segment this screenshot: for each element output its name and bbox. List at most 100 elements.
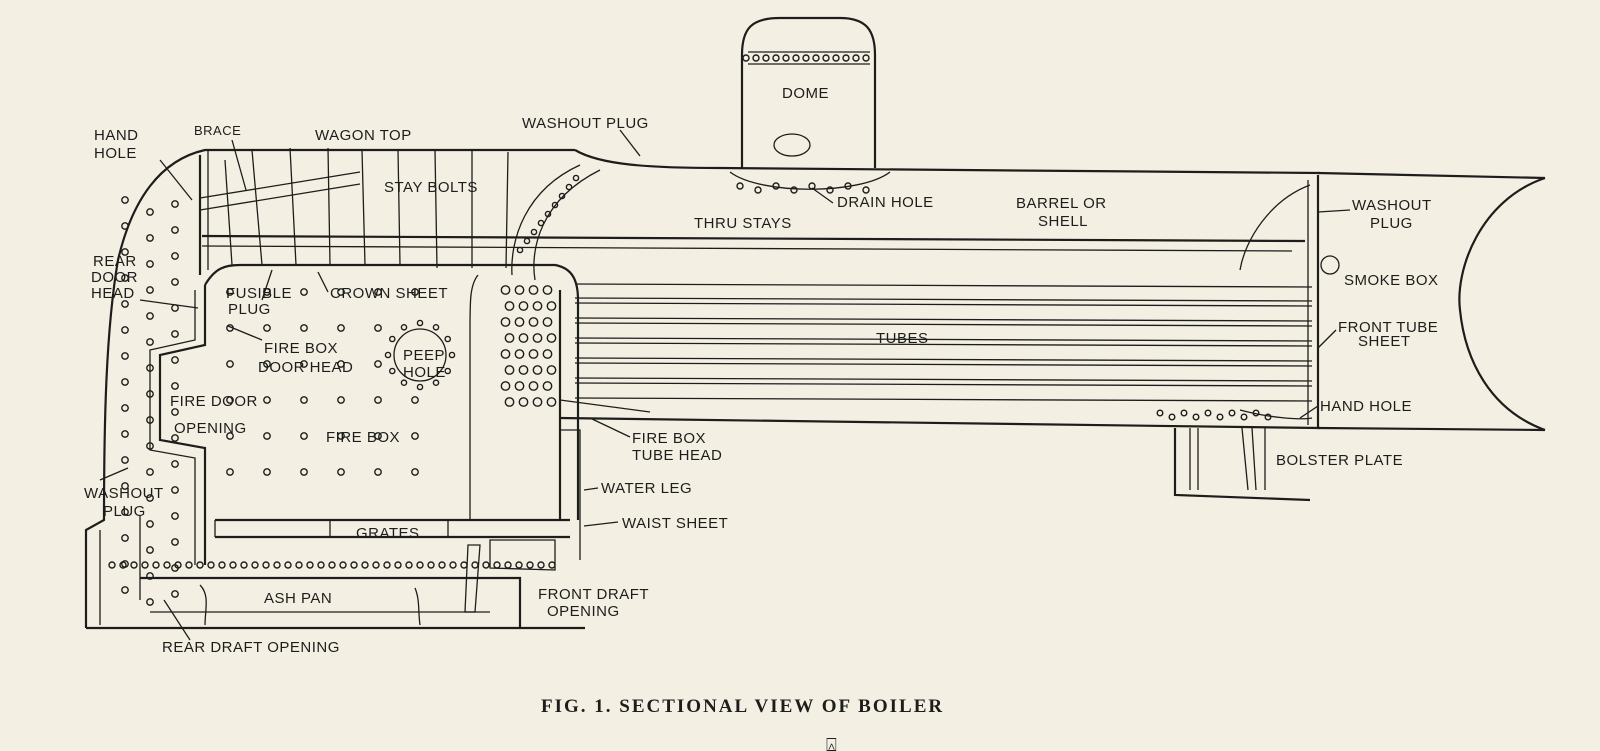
rivet (121, 508, 129, 516)
label-brace: BRACE (194, 123, 241, 138)
rivet (374, 468, 382, 476)
label-rear-door-head: REAR (93, 253, 137, 270)
rivet (146, 312, 154, 320)
rivet (1204, 409, 1212, 417)
rivet (146, 338, 154, 346)
rivet (762, 54, 770, 62)
rivet (500, 317, 511, 327)
rivet (772, 54, 780, 62)
rivet (174, 561, 182, 569)
rivet (504, 333, 515, 343)
rivet (572, 174, 580, 182)
rivet (736, 182, 744, 190)
rivet (196, 561, 204, 569)
rivet (374, 360, 382, 368)
rivet (532, 365, 543, 375)
rivet (229, 561, 237, 569)
label-rear-door-head-3: HEAD (91, 285, 135, 302)
rivet (792, 54, 800, 62)
steam-dome (740, 16, 877, 168)
rivet (121, 222, 129, 230)
label-rear-draft-opening: REAR DRAFT OPENING (162, 639, 340, 656)
rivet (528, 285, 539, 295)
label-washout-plug-front-2: PLUG (1370, 215, 1413, 232)
figure-caption: FIG. 1. SECTIONAL VIEW OF BOILER (541, 696, 944, 717)
rivet (171, 278, 179, 286)
grates-and-ash-pan (140, 518, 570, 628)
rivet (558, 192, 566, 200)
rivet (300, 396, 308, 404)
rivet (1180, 409, 1188, 417)
rivet (372, 561, 380, 569)
rivet (121, 352, 129, 360)
label-fire-box-door-head: FIRE BOX (264, 340, 338, 357)
rivet (546, 365, 557, 375)
rivet (171, 434, 179, 442)
rivet (444, 367, 452, 375)
rivet (121, 482, 129, 490)
label-crown-sheet: CROWN SHEET (330, 285, 448, 302)
label-fusible-plug-2: PLUG (228, 301, 271, 318)
rivet (240, 561, 248, 569)
rivet (361, 561, 369, 569)
rivet (388, 367, 396, 375)
rivet (171, 408, 179, 416)
rivet (263, 468, 271, 476)
label-washout-plug-rear-2: PLUG (103, 503, 146, 520)
rivet (427, 561, 435, 569)
rivet (514, 349, 525, 359)
rivet (862, 186, 870, 194)
rivet (394, 561, 402, 569)
rivet (384, 351, 392, 359)
rivet (263, 396, 271, 404)
rivet (551, 201, 559, 209)
rivet (546, 333, 557, 343)
label-barrel-2: SHELL (1038, 213, 1088, 230)
rivet (295, 561, 303, 569)
rivet (121, 534, 129, 542)
rivet (528, 381, 539, 391)
label-fire-box: FIRE BOX (326, 429, 400, 446)
rivet (826, 186, 834, 194)
label-fire-box-door-head-2: DOOR HEAD (258, 359, 353, 376)
label-ash-pan: ASH PAN (264, 590, 332, 607)
label-water-leg: WATER LEG (601, 480, 692, 497)
rivet (808, 182, 816, 190)
rivet (790, 186, 798, 194)
rivet (130, 561, 138, 569)
stay-bolts-array (198, 147, 509, 275)
label-fire-door-opening-2: OPENING (174, 420, 247, 437)
label-washout-plug-front: WASHOUT (1352, 197, 1432, 214)
rivet (546, 301, 557, 311)
rivet (374, 432, 382, 440)
rivet (121, 300, 129, 308)
rivet (171, 590, 179, 598)
rivet (146, 572, 154, 580)
rivet (504, 561, 512, 569)
smoke-box (1239, 171, 1546, 432)
rivet (516, 246, 524, 254)
rivet (207, 561, 215, 569)
rivet (306, 561, 314, 569)
rivet (171, 538, 179, 546)
rivet (416, 319, 424, 327)
label-hand-hole-top-2: HOLE (94, 145, 137, 162)
rivet (339, 561, 347, 569)
rivet (448, 351, 456, 359)
rivet (526, 561, 534, 569)
rivet (374, 396, 382, 404)
label-waist-sheet: WAIST SHEET (622, 515, 728, 532)
rivet (500, 381, 511, 391)
label-tubes: TUBES (876, 330, 929, 347)
rivet (263, 360, 271, 368)
rivet (832, 54, 840, 62)
rivet (146, 416, 154, 424)
label-thru-stays: THRU STAYS (694, 215, 792, 232)
rivet (514, 317, 525, 327)
rivet (108, 561, 116, 569)
rivet (411, 432, 419, 440)
rivet (438, 561, 446, 569)
rivet (532, 397, 543, 407)
rivet (146, 286, 154, 294)
